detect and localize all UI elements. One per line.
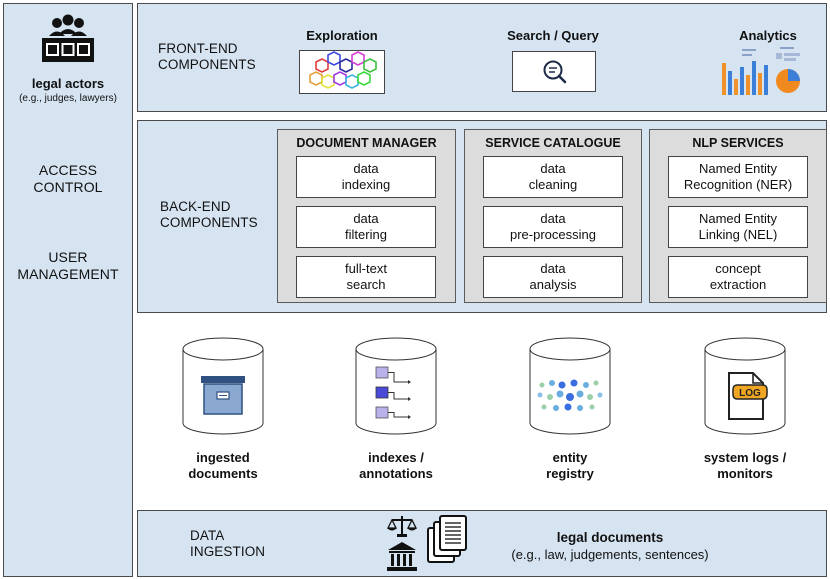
ner-card[interactable]: Named Entity Recognition (NER): [668, 156, 808, 198]
system-logs-label: system logs / monitors: [703, 450, 787, 481]
access-control-label: ACCESS CONTROL: [33, 162, 103, 195]
card-label: data filtering: [345, 211, 387, 242]
search-icon: [543, 60, 567, 84]
log-tag: LOG: [739, 388, 761, 399]
card-label: data analysis: [529, 261, 577, 292]
entity-registry-label: entity registry: [546, 450, 594, 481]
card-label: data pre-processing: [510, 211, 596, 242]
front-end-panel: [137, 3, 827, 112]
service-catalogue-panel: SERVICE CATALOGUE data cleaning data pre…: [464, 129, 642, 303]
analytics-label: Analytics: [739, 28, 797, 43]
legal-documents-sub: (e.g., law, judgements, sentences): [511, 547, 709, 562]
data-indexing-card[interactable]: data indexing: [296, 156, 436, 198]
user-management-label: USER MANAGEMENT: [17, 249, 119, 282]
card-label: data cleaning: [528, 161, 578, 192]
front-end-label: FRONT-END COMPONENTS: [158, 41, 256, 72]
data-cleaning-card[interactable]: data cleaning: [483, 156, 623, 198]
entity-dots-icon: [537, 379, 603, 411]
hexagon-network-icon: [309, 51, 377, 89]
nlp-services-panel: NLP SERVICES Named Entity Recognition (N…: [649, 129, 827, 303]
nlp-services-title: NLP SERVICES: [692, 136, 784, 150]
data-pre-processing-card[interactable]: data pre-processing: [483, 206, 623, 248]
exploration-label: Exploration: [306, 28, 378, 43]
legal-documents-title: legal documents: [556, 530, 664, 545]
indexes-annotations-cylinder[interactable]: [354, 337, 438, 437]
legal-actors-label: legal actors: [31, 76, 105, 91]
indexes-annotations-label: indexes / annotations: [359, 450, 433, 481]
bar-pie-chart-icon: [722, 47, 800, 95]
nel-card[interactable]: Named Entity Linking (NEL): [668, 206, 808, 248]
data-analysis-card[interactable]: data analysis: [483, 256, 623, 298]
service-catalogue-title: SERVICE CATALOGUE: [485, 136, 621, 150]
log-file-icon: [728, 372, 768, 420]
legal-actors-icon: [38, 14, 98, 66]
left-sidebar: [3, 3, 133, 577]
data-ingestion-panel: [137, 510, 827, 577]
legal-documents-icon: [384, 512, 470, 574]
system-logs-cylinder[interactable]: [703, 337, 787, 437]
data-filtering-card[interactable]: data filtering: [296, 206, 436, 248]
card-label: full-text search: [345, 261, 387, 292]
legal-actors-sub: (e.g., judges, lawyers): [19, 93, 117, 104]
search-query-box[interactable]: [512, 51, 596, 92]
back-end-label: BACK-END COMPONENTS: [160, 199, 258, 230]
ingested-documents-cylinder[interactable]: [181, 337, 265, 437]
index-tree-icon: [375, 366, 411, 419]
archive-box-icon: [201, 376, 245, 415]
concept-extraction-card[interactable]: concept extraction: [668, 256, 808, 298]
card-label: concept extraction: [709, 261, 767, 292]
document-manager-panel: DOCUMENT MANAGER data indexing data filt…: [277, 129, 456, 303]
analytics-box[interactable]: [720, 45, 808, 97]
full-text-search-card[interactable]: full-text search: [296, 256, 436, 298]
data-ingestion-label: DATA INGESTION: [190, 528, 266, 559]
entity-registry-cylinder[interactable]: [528, 337, 612, 437]
document-manager-title: DOCUMENT MANAGER: [296, 136, 437, 150]
card-label: data indexing: [341, 161, 391, 192]
ingested-documents-label: ingested documents: [188, 450, 258, 481]
exploration-box[interactable]: [299, 50, 385, 94]
card-label: Named Entity Linking (NEL): [698, 211, 778, 242]
search-query-label: Search / Query: [507, 28, 599, 43]
card-label: Named Entity Recognition (NER): [683, 161, 793, 192]
